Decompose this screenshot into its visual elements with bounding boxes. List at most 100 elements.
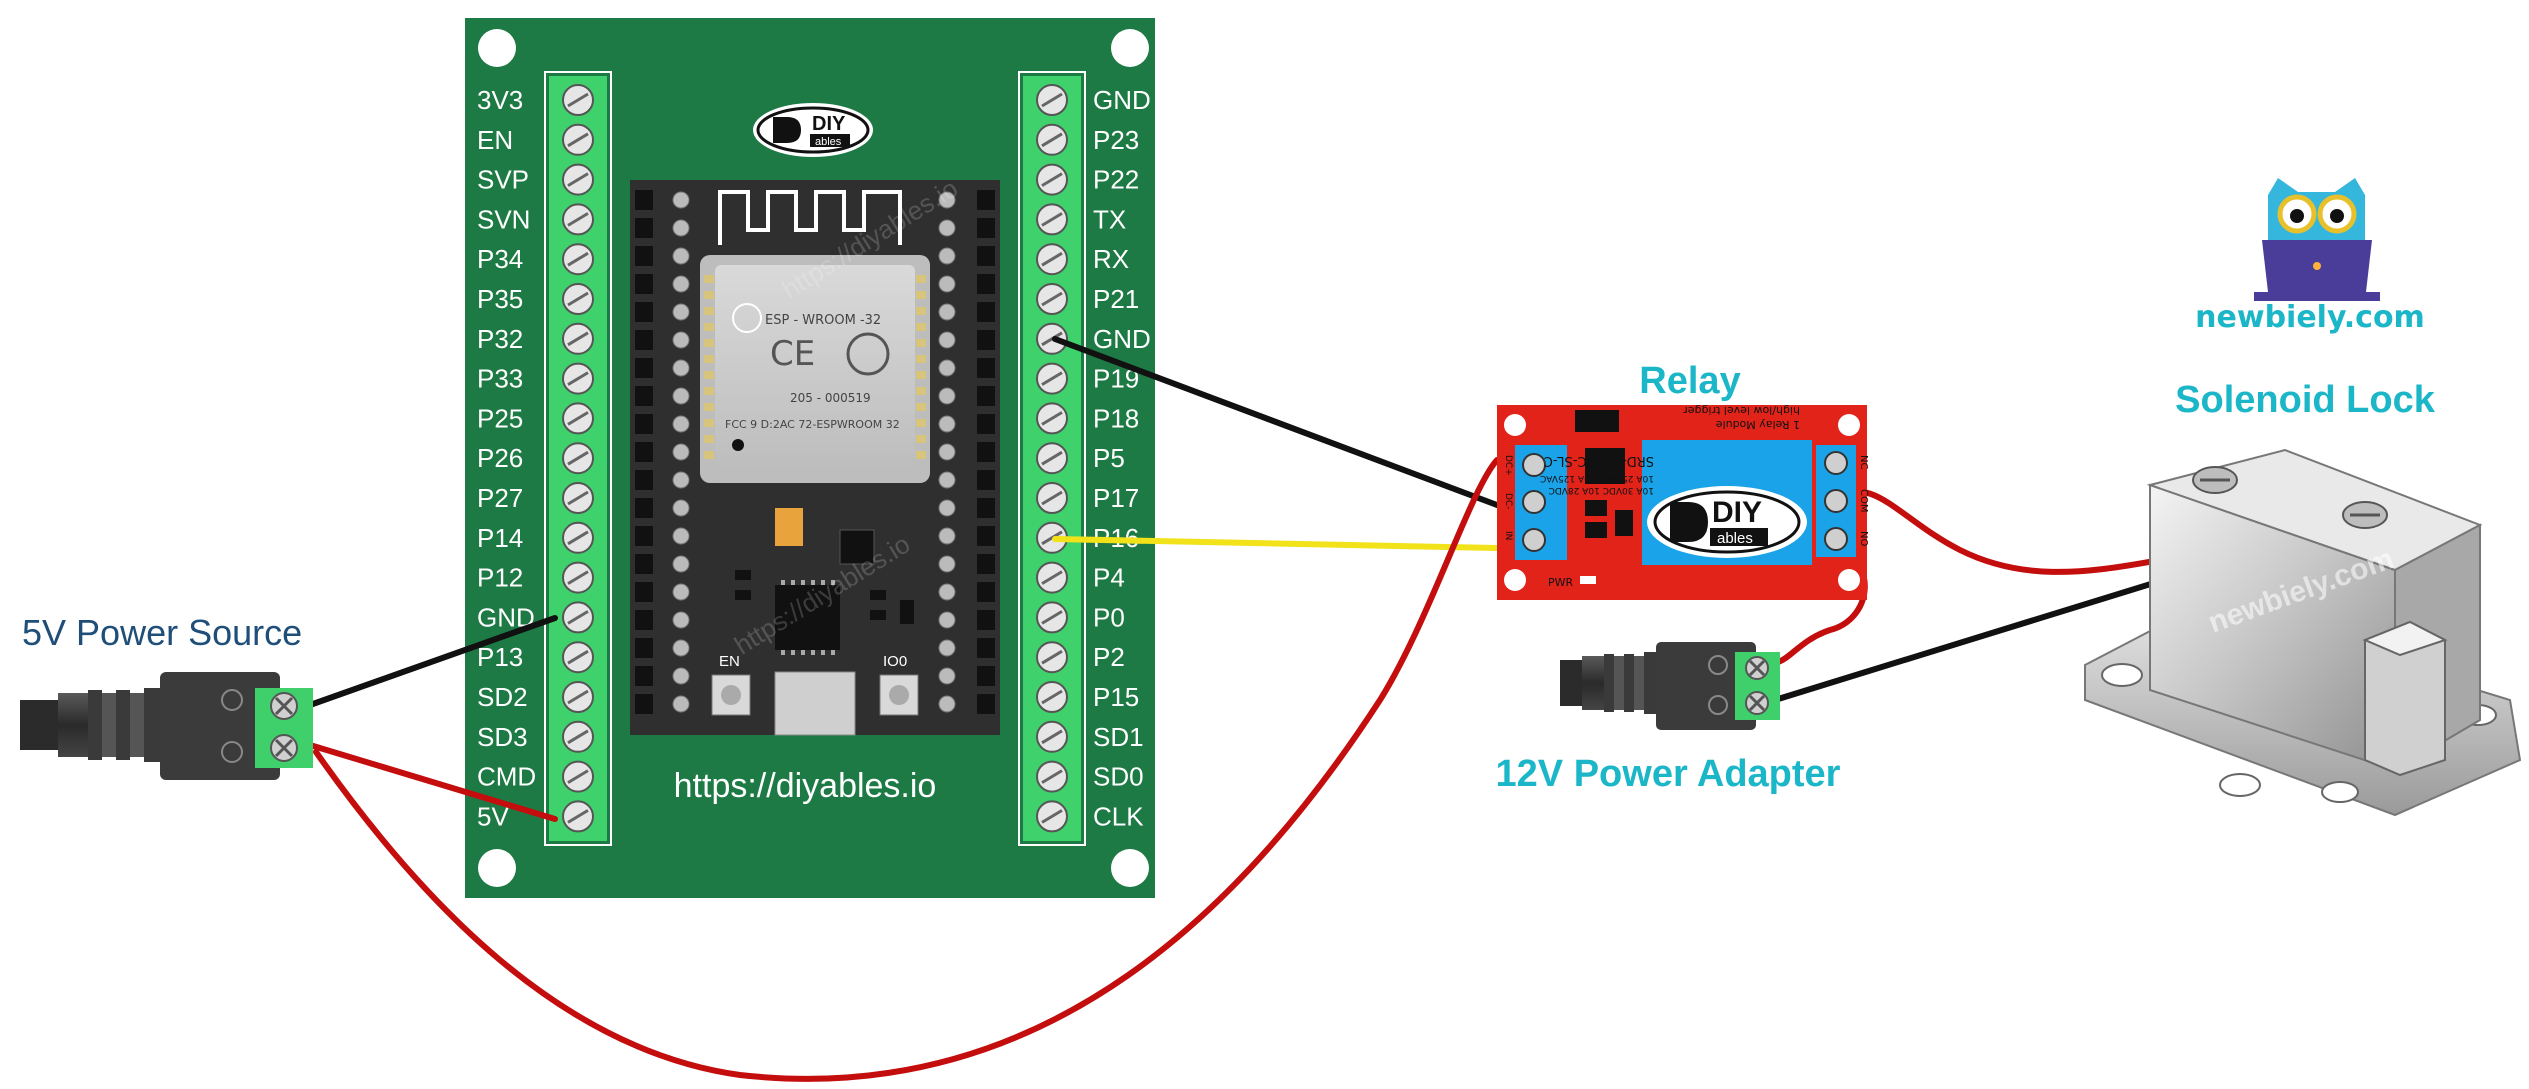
via [938,667,956,685]
module-pad [916,355,926,363]
pin-label: P0 [1093,602,1125,632]
smd-part [1615,510,1633,536]
screw-slot [567,769,589,784]
bluetooth-mark [846,332,890,376]
module-pad [916,387,926,395]
header-pin [635,246,653,266]
pin-label: SD0 [1093,762,1144,792]
right-terminal-strip [1018,71,1086,846]
label-solenoid-lock: Solenoid Lock [2175,379,2436,421]
header-pin [977,582,995,602]
pin-label: P35 [477,284,523,314]
via [938,499,956,517]
relay-pin-dc-plus: DC+ [1503,455,1513,476]
chip-pin [811,580,815,585]
via [938,695,956,713]
via [672,527,690,545]
screw-slot [1041,251,1063,267]
screw-slot [567,530,589,546]
module-pad [916,339,926,347]
via [672,191,690,209]
pin-label: CMD [477,762,536,792]
pin-label: SD1 [1093,722,1144,752]
via [672,443,690,461]
relay-logo-top: DIY [1712,496,1762,529]
screw-slot [567,371,589,386]
pin-label: TX [1093,204,1126,234]
optocoupler [1585,448,1625,484]
usb-chip-pins [781,580,835,655]
board-url: https://diyables.io [674,767,937,805]
header-pin [635,610,653,630]
via [672,387,690,405]
relay-module-title: 1 Relay Module [1716,418,1800,431]
pin-label: P5 [1093,443,1125,473]
screw-slot [567,411,589,426]
brand-name: newbiely.com [2195,300,2425,335]
relay-pin-com: COM [1858,489,1869,512]
pin-label: P25 [477,403,523,433]
via [938,219,956,237]
header-pin [977,470,995,490]
pin-label: P13 [477,642,523,672]
dc-jack-12v [1560,642,1780,730]
module-pad [704,323,714,331]
relay-logo: DIY ables [1647,486,1807,558]
module-pad [916,275,926,283]
header-vias-left [672,191,690,713]
wifi-logo [732,303,762,333]
header-pin [635,526,653,546]
label-relay: Relay [1639,360,1740,402]
pin-label: SVP [477,165,529,195]
solenoid-lock: newbiely.com [2084,448,2522,817]
plus-symbol [221,741,243,763]
mounting-hole [478,29,516,67]
via [672,555,690,573]
via [938,443,956,461]
relay-pin-dc-minus: DC- [1503,493,1513,509]
wire-5v-source-gnd [307,615,558,708]
chip-pin [821,580,825,585]
via [938,247,956,265]
module-pad [916,419,926,427]
via [672,499,690,517]
header-pin [635,274,653,294]
mounting-hole [478,849,516,887]
via [672,219,690,237]
screw-slot [567,172,589,187]
via [938,639,956,657]
header-pin [977,526,995,546]
screw-icon [1824,451,1848,475]
io0-button: IO0 [879,653,919,716]
screw-slot [567,132,589,148]
screw-slot [1041,610,1063,625]
header-pin [977,218,995,238]
smd-capacitor [775,508,803,546]
module-pad [916,451,926,459]
mounting-hole [1111,849,1149,887]
header-pin [977,666,995,686]
smd-resistor [900,600,914,624]
pin-label: 3V3 [477,85,523,115]
module-fcc: FCC 9 D:2AC 72-ESPWROOM 32 [725,418,900,431]
screw-slot [1041,450,1063,466]
header-pins-right [977,190,995,714]
relay-rating-1: 10A 250VAC 10A 125VAC [1540,473,1654,483]
header-pin [635,498,653,518]
newbiely-logo [2254,178,2380,301]
module-pad [704,291,714,299]
via [938,331,956,349]
module-pad [916,403,926,411]
header-pin [635,330,653,350]
en-button-label: EN [719,653,740,670]
header-pin [635,190,653,210]
screw-slot [1041,92,1063,108]
module-pad [916,371,926,379]
via [672,303,690,321]
wire-5v-source-5v [307,742,558,822]
screw-slot [1041,291,1063,307]
header-pin [635,694,653,714]
usb-connector [774,671,856,736]
relay-pin-no: NO [1858,531,1869,546]
via [672,583,690,601]
